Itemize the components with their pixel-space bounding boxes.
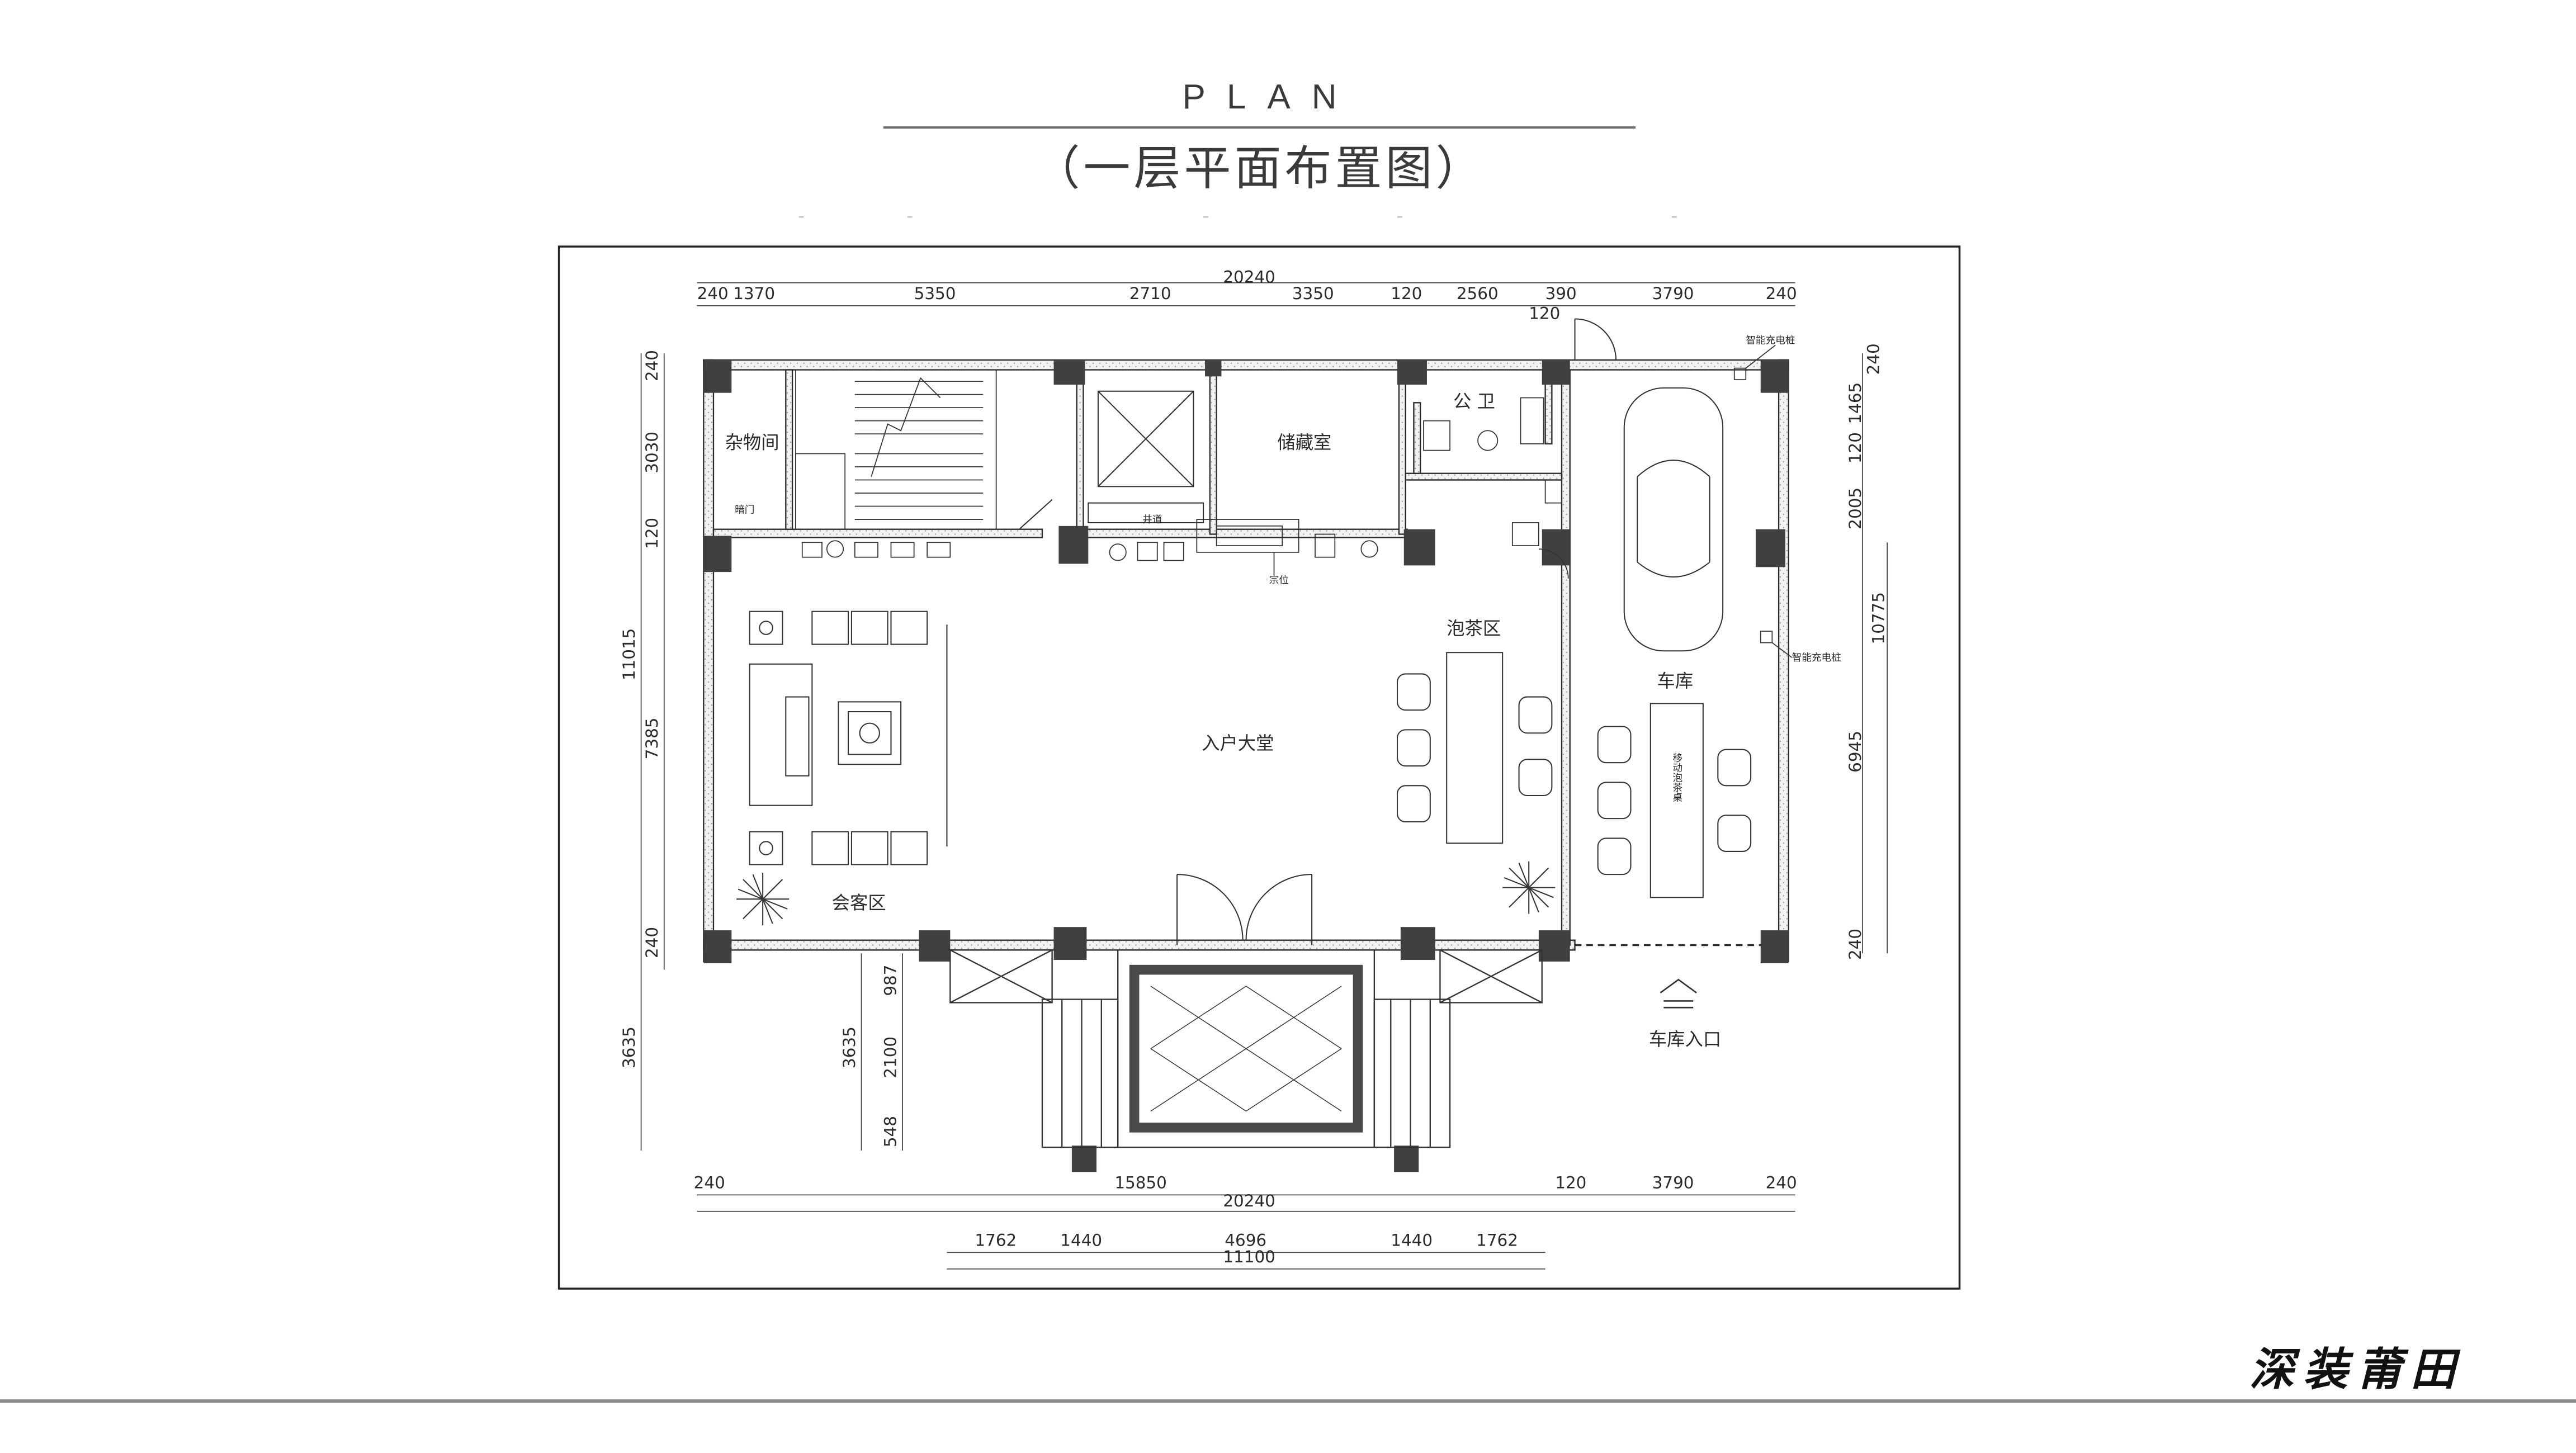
front-porch: [949, 949, 1543, 1148]
dim-left: 120: [642, 518, 661, 549]
dim-right: 1465: [1846, 382, 1865, 424]
room-storage: 储藏室: [1277, 432, 1331, 453]
dim-bottom-upper: 3790: [1652, 1173, 1694, 1192]
garage-side-door: [1574, 318, 1617, 360]
structural-columns: [703, 359, 1789, 1172]
drawing-frame: [557, 245, 1961, 1290]
dim-steps: 548: [881, 1116, 900, 1147]
exterior-walls: [703, 359, 1789, 963]
dim-bottom-lower-total: 11100: [1223, 1247, 1275, 1266]
charger-markers: [1733, 344, 1793, 658]
dim-right: 240: [1864, 343, 1883, 375]
dim-top-sub: 120: [1529, 304, 1560, 323]
appliances: [801, 533, 1378, 561]
room-garage-entrance: 车库入口: [1649, 1029, 1721, 1050]
dim-right: 2005: [1846, 488, 1865, 529]
dim-top: 5350: [914, 284, 956, 303]
dim-top: 2710: [1129, 284, 1171, 303]
interior-walls: [712, 369, 1571, 946]
label-shrine: 宗位: [1269, 575, 1289, 586]
dim-left: 3030: [642, 432, 661, 474]
entrance-door: [1176, 874, 1313, 945]
dim-left-total: 11015: [620, 628, 639, 681]
dim-bottom-lower: 4696: [1225, 1231, 1266, 1250]
dim-top: 3790: [1652, 284, 1694, 303]
label-charger-mid: 智能充电桩: [1792, 652, 1841, 664]
room-lobby: 入户大堂: [1202, 733, 1274, 754]
staircase: [795, 369, 997, 530]
garage-entrance-arrow-icon: [1660, 978, 1697, 1009]
dim-left-outer: 3635: [620, 1026, 639, 1068]
shrine-cabinet: [1196, 519, 1299, 576]
room-storage-misc: 杂物间: [725, 432, 779, 453]
sheet-title: PLAN: [1182, 78, 1358, 116]
dim-left: 240: [642, 927, 661, 958]
wc-fixtures: [1423, 397, 1569, 579]
dim-steps-total: 3635: [840, 1026, 859, 1068]
brand-logo-text: 深装莆田: [2249, 1343, 2464, 1395]
dim-bottom-lower: 1440: [1391, 1231, 1433, 1250]
mobile-tea-table-set: [1597, 703, 1752, 898]
label-charger-top: 智能充电桩: [1746, 334, 1795, 346]
room-public-wc: 公 卫: [1453, 391, 1495, 412]
dim-top: 390: [1545, 284, 1577, 303]
dim-right-total: 10775: [1869, 592, 1888, 645]
dim-bottom-lower: 1762: [1476, 1231, 1518, 1250]
dim-left: 7385: [642, 718, 661, 760]
dim-top: 120: [1391, 284, 1422, 303]
dim-right: 120: [1846, 432, 1865, 463]
plant-icon: [736, 861, 1556, 926]
dim-right: 240: [1846, 929, 1865, 960]
dim-top: 240: [1766, 284, 1797, 303]
dim-bottom-upper: 240: [1766, 1173, 1797, 1192]
dim-right: 6945: [1846, 731, 1865, 773]
label-hidden-door: 暗门: [735, 504, 754, 515]
label-mobile-tea-table: 移动泡茶桌: [1671, 752, 1682, 802]
dim-top: 2560: [1457, 284, 1499, 303]
dim-bottom-upper: 240: [694, 1173, 725, 1192]
dim-top: 1370: [733, 284, 775, 303]
dimension-lines: [640, 282, 1888, 1270]
dim-left: 240: [642, 350, 661, 381]
room-reception: 会客区: [832, 892, 886, 914]
tea-table-set: [1396, 652, 1553, 844]
room-garage: 车库: [1657, 670, 1694, 692]
dim-top-total: 20240: [1223, 268, 1275, 287]
dim-bottom-total: 20240: [1223, 1191, 1275, 1210]
car-icon: [1623, 387, 1724, 652]
dim-bottom-upper: 120: [1555, 1173, 1586, 1192]
plan-text: 杂物间 储藏室 公 卫 泡茶区 入户大堂 会客区 车库 车库入口 暗门 井道 宗…: [620, 268, 1888, 1266]
dim-bottom-upper: 15850: [1114, 1173, 1167, 1192]
dim-steps: 2100: [881, 1036, 900, 1078]
dim-top: 3350: [1292, 284, 1334, 303]
dim-top: 240: [697, 284, 729, 303]
footer-rule: [0, 1399, 2576, 1403]
room-tea-area: 泡茶区: [1447, 618, 1501, 639]
dim-steps: 987: [881, 965, 900, 996]
sheet-subtitle: （一层平面布置图）: [1033, 141, 1486, 196]
dim-bottom-lower: 1762: [975, 1231, 1017, 1250]
dim-bottom-lower: 1440: [1060, 1231, 1102, 1250]
label-shaft: 井道: [1142, 514, 1162, 526]
reception-furniture: [749, 610, 948, 865]
title-rule: [883, 126, 1636, 129]
elevator: [1019, 390, 1204, 530]
